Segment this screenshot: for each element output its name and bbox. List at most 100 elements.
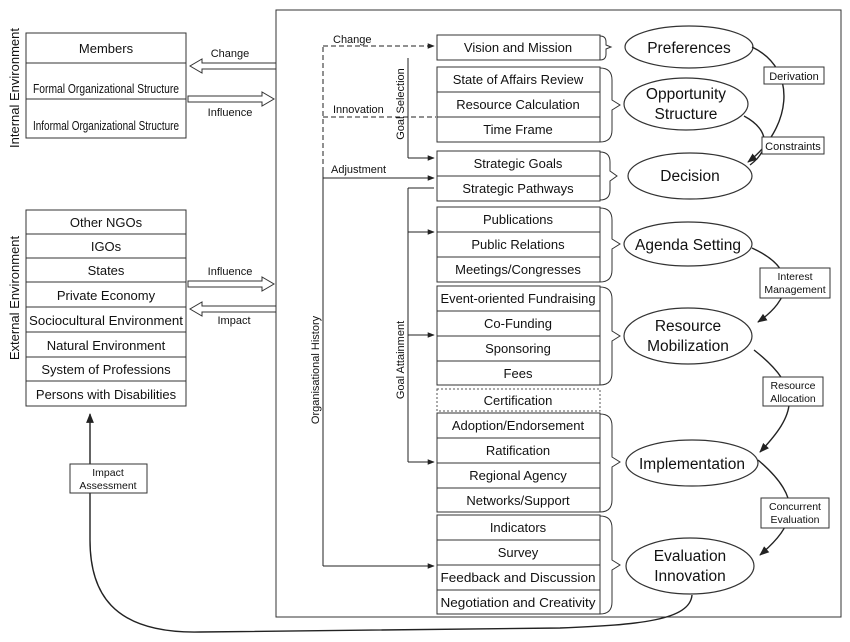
phases: Preferences Opportunity Structure Decisi…: [623, 25, 759, 595]
evaluation-brace: [599, 515, 621, 615]
opportunity-label-line2: Structure: [655, 106, 718, 123]
opportunity-label-line1: Opportunity: [646, 86, 726, 103]
members-label: Members: [79, 41, 134, 56]
vision-group: Vision and Mission: [436, 34, 613, 61]
decision-label: Decision: [660, 168, 719, 185]
resource-allocation-line1: Resource: [771, 380, 816, 392]
ratification-label: Ratification: [486, 443, 550, 458]
sponsoring-box: [436, 335, 601, 362]
concurrent-evaluation-line2: Evaluation: [770, 514, 819, 526]
influence-internal-arrow: [187, 91, 275, 107]
influence-external-arrow: [187, 276, 275, 292]
publications-box: [436, 206, 601, 233]
strategic-pathways-box: [436, 175, 601, 202]
strategic-goals-box: [436, 150, 601, 177]
vision-mission-box: [436, 34, 601, 61]
co-funding-label: Co-Funding: [484, 316, 552, 331]
feedback-label: Feedback and Discussion: [441, 570, 596, 585]
impact-assessment-curve: [86, 413, 693, 633]
state-of-affairs-box: [436, 66, 601, 93]
ext-label-states: States: [88, 263, 125, 278]
analysis-brace: [599, 67, 621, 143]
ext-label-other-ngos: Other NGOs: [70, 215, 143, 230]
indicators-label: Indicators: [490, 520, 547, 535]
formal-structure-label: Formal Organizational Structure: [33, 81, 179, 96]
decision-ellipse: [627, 152, 753, 200]
agenda-brace: [599, 207, 621, 283]
external-environment-label: External Environment: [7, 235, 22, 360]
analysis-group: State of Affairs Review Resource Calcula…: [436, 66, 621, 143]
ext-label-professions: System of Professions: [41, 362, 171, 377]
interest-management-line1: Interest: [777, 271, 812, 283]
ext-box-private-economy: [25, 281, 187, 308]
internal-environment: Members Formal Organizational Structure …: [25, 32, 187, 139]
interest-management-box: [759, 267, 831, 299]
constraints-box: [761, 136, 825, 155]
concurrent-evaluation-line1: Concurrent: [769, 501, 821, 513]
process-frame: [275, 9, 842, 618]
resource-calculation-label: Resource Calculation: [456, 97, 580, 112]
influence-external-label: Influence: [208, 266, 253, 278]
ext-box-states: [25, 257, 187, 283]
goal-connectors: Goal Selection Goal Attainment: [395, 58, 435, 465]
organisational-history-flow: Adjustment Organisational History Change…: [310, 34, 436, 569]
evaluation-innovation-line1: Evaluation: [654, 548, 726, 565]
publications-label: Publications: [483, 212, 554, 227]
implementation-label: Implementation: [639, 456, 745, 473]
evaluation-innovation-ellipse: [625, 537, 755, 595]
certification-box: [436, 388, 601, 412]
informal-structure-label: Informal Organizational Structure: [33, 118, 179, 133]
ext-label-natural: Natural Environment: [47, 338, 166, 353]
feedback-box: [436, 564, 601, 591]
networks-label: Networks/Support: [466, 493, 570, 508]
ext-label-igos: IGOs: [91, 239, 122, 254]
implementation-brace: [599, 413, 621, 513]
evaluation-innovation-line2: Innovation: [654, 568, 726, 585]
phase-transitions: [743, 46, 791, 556]
transition-labels: Derivation Constraints Interest Manageme…: [759, 66, 831, 529]
derivation-curve: [747, 46, 785, 163]
organisational-history-label: Organisational History: [310, 315, 322, 424]
resources-brace: [599, 286, 621, 386]
meetings-box: [436, 256, 601, 283]
ext-box-disabilities: [25, 380, 187, 407]
change-arrow-label: Change: [211, 48, 250, 60]
negotiation-label: Negotiation and Creativity: [441, 595, 597, 610]
environment-arrows: Change Influence Influence Impact: [187, 48, 277, 327]
agenda-setting-label: Agenda Setting: [635, 237, 741, 254]
resource-allocation-line2: Allocation: [770, 393, 816, 405]
resource-mobilization-line1: Resource: [655, 318, 721, 335]
evaluation-group: Indicators Survey Feedback and Discussio…: [436, 514, 621, 615]
concurrent-evaluation-box: [760, 497, 830, 529]
fees-box: [436, 360, 601, 386]
resource-mobilization-line2: Mobilization: [647, 338, 729, 355]
sponsoring-label: Sponsoring: [485, 341, 551, 356]
meetings-label: Meetings/Congresses: [455, 262, 581, 277]
agenda-setting-ellipse: [623, 221, 753, 267]
strategic-goals-label: Strategic Goals: [474, 156, 563, 171]
survey-box: [436, 539, 601, 566]
impact-assessment-line2: Assessment: [79, 480, 136, 492]
implementation-ellipse: [625, 439, 759, 487]
ext-label-sociocultural: Sociocultural Environment: [29, 313, 183, 328]
constraints-label: Constraints: [765, 141, 821, 153]
impact-arrow: [189, 301, 277, 317]
external-environment: Other NGOs IGOs States Private Economy S…: [25, 209, 187, 407]
internal-environment-label: Internal Environment: [7, 28, 22, 148]
agenda-group: Publications Public Relations Meetings/C…: [436, 206, 621, 283]
change-arrow: [189, 58, 277, 74]
public-relations-label: Public Relations: [471, 237, 565, 252]
certification-label: Certification: [484, 393, 553, 408]
impact-arrow-label: Impact: [217, 315, 250, 327]
indicators-box: [436, 514, 601, 541]
adjustment-label: Adjustment: [331, 164, 386, 176]
fees-label: Fees: [504, 366, 533, 381]
fundraising-box: [436, 285, 601, 312]
resources-group: Event-oriented Fundraising Co-Funding Sp…: [436, 285, 621, 386]
ext-box-sociocultural: [25, 306, 187, 333]
derivation-label: Derivation: [769, 71, 819, 83]
interest-management-line2: Management: [764, 284, 825, 296]
time-frame-label: Time Frame: [483, 122, 553, 137]
impact-assessment-line1: Impact: [92, 467, 124, 479]
